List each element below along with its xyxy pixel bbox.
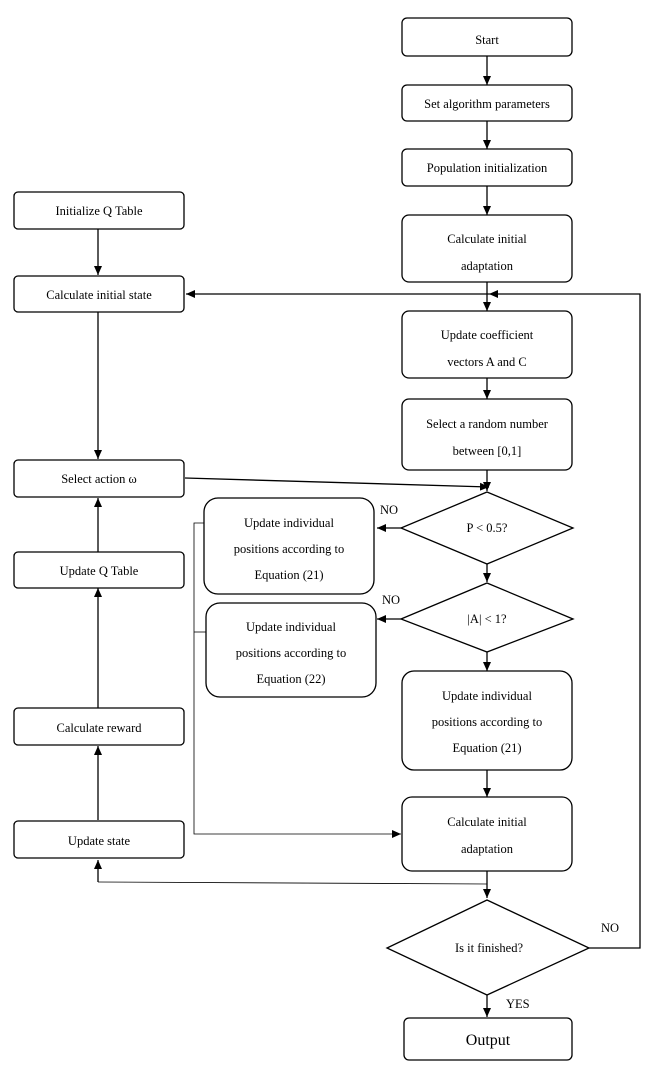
node-update-q: Update Q Table (13, 551, 185, 589)
node-update-coef: Update coefficient vectors A and C (401, 310, 573, 379)
node-select-random-line2: between [0,1] (453, 444, 522, 458)
node-update-state: Update state (13, 820, 185, 859)
node-update-eq21-left-line2: positions according to (234, 542, 344, 556)
node-update-eq21-right: Update individual positions according to… (401, 670, 573, 771)
edge-label-a-no: NO (382, 593, 400, 607)
node-p-decision-label: P < 0.5? (467, 521, 508, 535)
node-calc-adapt-1-line2: adaptation (461, 259, 514, 273)
node-init-q: Initialize Q Table (13, 191, 185, 230)
node-output: Output (403, 1017, 573, 1061)
node-calc-adapt-1: Calculate initial adaptation (401, 214, 573, 283)
node-calc-reward-label: Calculate reward (56, 721, 142, 735)
node-update-eq22-line2: positions according to (236, 646, 346, 660)
node-calc-state: Calculate initial state (13, 275, 185, 313)
node-calc-reward: Calculate reward (13, 707, 185, 746)
node-update-eq21-right-line1: Update individual (442, 689, 532, 703)
node-update-eq22-line3: Equation (22) (256, 672, 325, 686)
node-update-eq22: Update individual positions according to… (205, 602, 377, 698)
node-update-eq21-left-line3: Equation (21) (254, 568, 323, 582)
node-p-decision: P < 0.5? (399, 491, 575, 565)
edges (94, 56, 641, 1017)
node-init-q-label: Initialize Q Table (55, 204, 143, 218)
node-update-eq21-left-line1: Update individual (244, 516, 334, 530)
node-start-label: Start (475, 33, 499, 47)
edge-merge-left (193, 522, 401, 838)
node-update-coef-line1: Update coefficient (441, 328, 534, 342)
node-calc-adapt-1-line1: Calculate initial (447, 232, 527, 246)
edge-label-finished-no: NO (601, 921, 619, 935)
node-pop-init-label: Population initialization (427, 161, 548, 175)
edge-finished-no-loop (489, 290, 641, 949)
node-select-random-line1: Select a random number (426, 417, 549, 431)
node-calc-adapt-2-line2: adaptation (461, 842, 514, 856)
node-update-eq21-left: Update individual positions according to… (203, 497, 375, 595)
edge-label-p-no: NO (380, 503, 398, 517)
node-start: Start (401, 17, 573, 57)
node-a-decision-label: |A| < 1? (467, 612, 507, 626)
edge-adapt2-state (97, 881, 488, 885)
node-select-action: Select action ω (13, 459, 185, 498)
edge-action-p (184, 477, 490, 491)
edge-label-finished-yes: YES (506, 997, 530, 1011)
node-update-eq21-right-line3: Equation (21) (452, 741, 521, 755)
node-output-label: Output (466, 1032, 511, 1049)
node-set-params: Set algorithm parameters (401, 84, 573, 122)
node-a-decision: |A| < 1? (399, 582, 575, 653)
node-update-state-label: Update state (68, 834, 131, 848)
node-set-params-label: Set algorithm parameters (424, 97, 550, 111)
node-select-action-label: Select action ω (61, 472, 137, 486)
node-finished-label: Is it finished? (455, 941, 523, 955)
node-update-coef-line2: vectors A and C (447, 355, 527, 369)
node-calc-adapt-2-line1: Calculate initial (447, 815, 527, 829)
node-update-eq21-right-line2: positions according to (432, 715, 542, 729)
node-update-q-label: Update Q Table (60, 564, 139, 578)
node-update-eq22-line1: Update individual (246, 620, 336, 634)
node-select-random: Select a random number between [0,1] (401, 398, 573, 471)
node-calc-adapt-2: Calculate initial adaptation (401, 796, 573, 872)
node-calc-state-label: Calculate initial state (46, 288, 152, 302)
node-finished: Is it finished? (385, 899, 591, 996)
node-pop-init: Population initialization (401, 148, 573, 187)
